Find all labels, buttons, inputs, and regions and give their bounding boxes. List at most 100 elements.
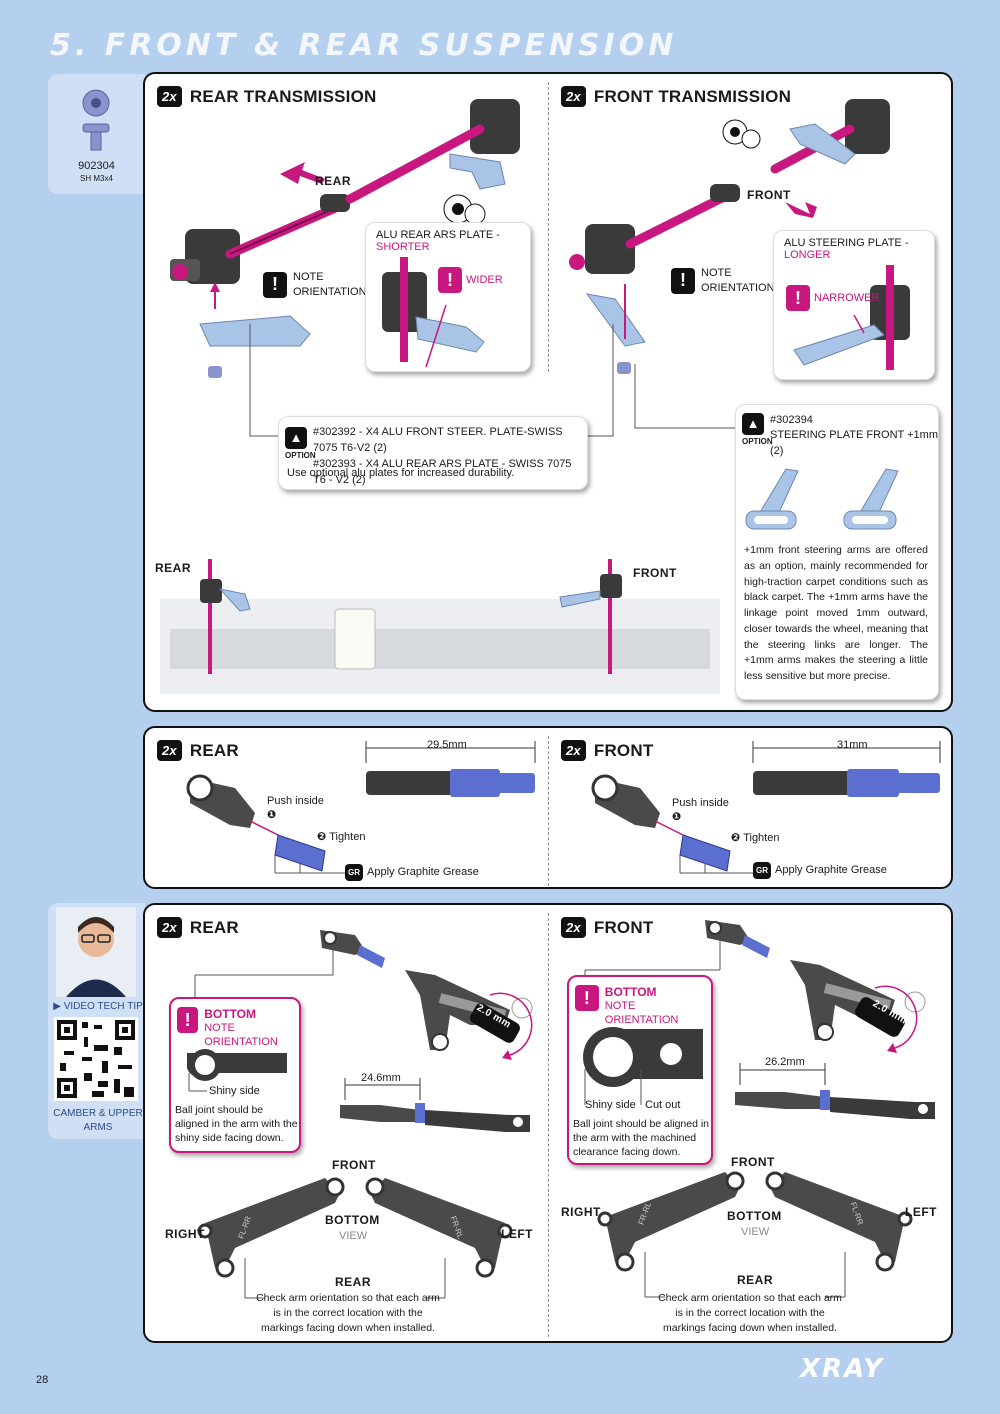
option-tag-label: OPTION bbox=[742, 437, 773, 446]
connector-lines bbox=[249, 324, 735, 437]
avatar bbox=[56, 907, 136, 997]
screw-head-icon bbox=[82, 89, 110, 117]
front-pivot-dim: 31mm bbox=[837, 739, 868, 751]
part-desc: SH M3x4 bbox=[80, 174, 113, 183]
rear-pivot-title: REAR bbox=[189, 740, 239, 760]
grease-label: Apply Graphite Grease bbox=[367, 866, 479, 879]
ball-joint-end-illustration bbox=[187, 1049, 287, 1092]
chassis-front-label: FRONT bbox=[633, 566, 677, 580]
option-tag: ▲ OPTION bbox=[742, 413, 773, 446]
rear-arm-right-label: RIGHT bbox=[165, 1227, 205, 1241]
exclamation-icon: ! bbox=[575, 985, 599, 1011]
front-arm-bottom-label: BOTTOM bbox=[727, 1209, 782, 1223]
page-number: 28 bbox=[36, 1374, 49, 1386]
option-description: +1mm front steering arms are offered as … bbox=[744, 544, 928, 682]
rear-transmission-header: 2x REAR TRANSMISSION bbox=[157, 86, 377, 107]
front-arms-header: 2x FRONT bbox=[561, 917, 653, 938]
transmission-panel: 2x REAR TRANSMISSION 2x FRONT TRANSMISSI… bbox=[143, 72, 953, 712]
screw-side-icon bbox=[82, 123, 110, 151]
exclamation-icon: ! bbox=[786, 285, 810, 311]
ball-joint-end-illustration bbox=[583, 1027, 703, 1105]
qty-badge: 2x bbox=[561, 740, 586, 761]
rear-grease-note: GR Apply Graphite Grease bbox=[345, 864, 479, 881]
narrower-label: NARROWER bbox=[814, 292, 880, 304]
video-tech-tip-link[interactable]: ▶ VIDEO TECH TIP bbox=[52, 1001, 144, 1012]
exclamation-icon: ! bbox=[263, 271, 287, 298]
exclamation-icon: ! bbox=[671, 267, 695, 294]
front-bottom-note-callout: ! BOTTOM NOTE ORIENTATION Shiny side Cut… bbox=[567, 975, 713, 1165]
front-tighten: Tighten bbox=[743, 832, 780, 844]
front-ball-dim: 26.2mm bbox=[765, 1056, 805, 1068]
option-line-2: #302393 - X4 ALU REAR ARS PLATE - SWISS … bbox=[313, 457, 572, 486]
rear-arm-front-label: FRONT bbox=[332, 1158, 376, 1172]
option-tag-label: OPTION bbox=[285, 451, 316, 460]
front-arm-rear-label: REAR bbox=[737, 1273, 774, 1287]
front-transmission-title: FRONT TRANSMISSION bbox=[593, 86, 792, 106]
rear-transmission-title: REAR TRANSMISSION bbox=[189, 86, 377, 106]
exclamation-icon: ! bbox=[438, 267, 462, 293]
front-push-inside: Push inside bbox=[672, 797, 729, 809]
front-arms-title: FRONT bbox=[593, 917, 654, 937]
parts-sidebar: 902304 SH M3x4 bbox=[48, 74, 145, 194]
part-number: 902304 bbox=[78, 160, 115, 172]
front-check-note: Check arm orientation so that each arm i… bbox=[658, 1292, 842, 1335]
rear-plate-detail bbox=[382, 257, 485, 368]
pivot-panel: 2x REAR 2x FRONT 29.5mm Push inside ❶ ❷ … bbox=[143, 726, 953, 889]
option-line-2: STEERING PLATE FRONT +1mm (2) bbox=[770, 429, 938, 457]
rear-direction-label: REAR bbox=[315, 174, 352, 188]
rear-plate-callout: ALU REAR ARS PLATE - SHORTER ! WIDER bbox=[365, 222, 531, 372]
front-pivot-header: 2x FRONT bbox=[561, 740, 653, 761]
rear-push-inside: Push inside bbox=[267, 795, 324, 807]
option-callout-plates: ▲ OPTION #302392 - X4 ALU FRONT STEER. P… bbox=[278, 416, 588, 490]
chassis-rear-label: REAR bbox=[155, 561, 192, 575]
chassis-illustration bbox=[160, 559, 720, 694]
front-arm-front-label: FRONT bbox=[731, 1155, 775, 1169]
rear-pivot-dim: 29.5mm bbox=[427, 739, 467, 751]
note-subtitle: NOTE ORIENTATION bbox=[604, 1000, 679, 1026]
option-line-1: #302394 bbox=[770, 414, 813, 426]
front-arm-right-label: RIGHT bbox=[561, 1205, 601, 1219]
wider-label: WIDER bbox=[466, 274, 503, 286]
step-2-icon: ❷ bbox=[317, 831, 327, 843]
qty-badge: 2x bbox=[157, 86, 182, 107]
rear-arm-rear-label: REAR bbox=[335, 1275, 372, 1289]
arms-panel: 2x REAR 2x FRONT 2.0 mm 24.6mm ! bbox=[143, 903, 953, 1343]
note-subtitle: NOTE ORIENTATION bbox=[204, 1022, 278, 1048]
page-title: 5. FRONT & REAR SUSPENSION bbox=[50, 28, 678, 63]
orientation-label: ORIENTATION bbox=[701, 281, 775, 294]
qty-badge: 2x bbox=[157, 740, 182, 761]
video-tech-tip-label: VIDEO TECH TIP bbox=[63, 1001, 143, 1012]
thumbs-up-icon: ▲ bbox=[285, 427, 307, 449]
step-2-icon: ❷ bbox=[731, 832, 741, 844]
qr-code[interactable] bbox=[54, 1017, 138, 1101]
rear-pivot-illustration bbox=[186, 741, 536, 874]
rear-arm-bottom-view bbox=[197, 1177, 513, 1299]
video-caption: CAMBER & UPPER ARMS bbox=[53, 1108, 143, 1133]
front-arm-view-label: VIEW bbox=[741, 1226, 770, 1238]
front-direction-label: FRONT bbox=[747, 188, 791, 202]
front-driveshaft-illustration bbox=[569, 99, 890, 374]
option-line-1: #302392 - X4 ALU FRONT STEER. PLATE-SWIS… bbox=[313, 426, 563, 454]
rear-pivot-header: 2x REAR bbox=[157, 740, 239, 761]
wider-note: ! WIDER bbox=[438, 267, 503, 293]
option-note: Use optional alu plates for increased du… bbox=[287, 467, 515, 479]
note-title: BOTTOM bbox=[604, 985, 657, 999]
thumbs-up-icon: ▲ bbox=[742, 413, 764, 435]
plate-callout-highlight: SHORTER bbox=[376, 241, 430, 253]
front-pivot-title: FRONT bbox=[593, 740, 654, 760]
front-plate-detail bbox=[793, 265, 910, 370]
option-callout-steering: ▲ OPTION #302394 STEERING PLATE FRONT +1… bbox=[735, 404, 939, 700]
front-plate-callout: ALU STEERING PLATE - LONGER ! NARROWER bbox=[773, 230, 935, 380]
note-title: BOTTOM bbox=[204, 1007, 257, 1021]
rear-step-1-icon: ❶ bbox=[267, 809, 277, 821]
rear-arm-bottom-label: BOTTOM bbox=[325, 1213, 380, 1227]
grease-icon: GR bbox=[753, 862, 771, 879]
front-transmission-header: 2x FRONT TRANSMISSION bbox=[561, 86, 791, 107]
ball-joint-note: Ball joint should be aligned in the arm … bbox=[573, 1118, 710, 1159]
rear-arms-title: REAR bbox=[189, 917, 239, 937]
narrower-note: ! NARROWER bbox=[786, 285, 879, 311]
rear-arm-assembly bbox=[194, 930, 533, 1132]
plate-callout-highlight: LONGER bbox=[784, 249, 831, 261]
